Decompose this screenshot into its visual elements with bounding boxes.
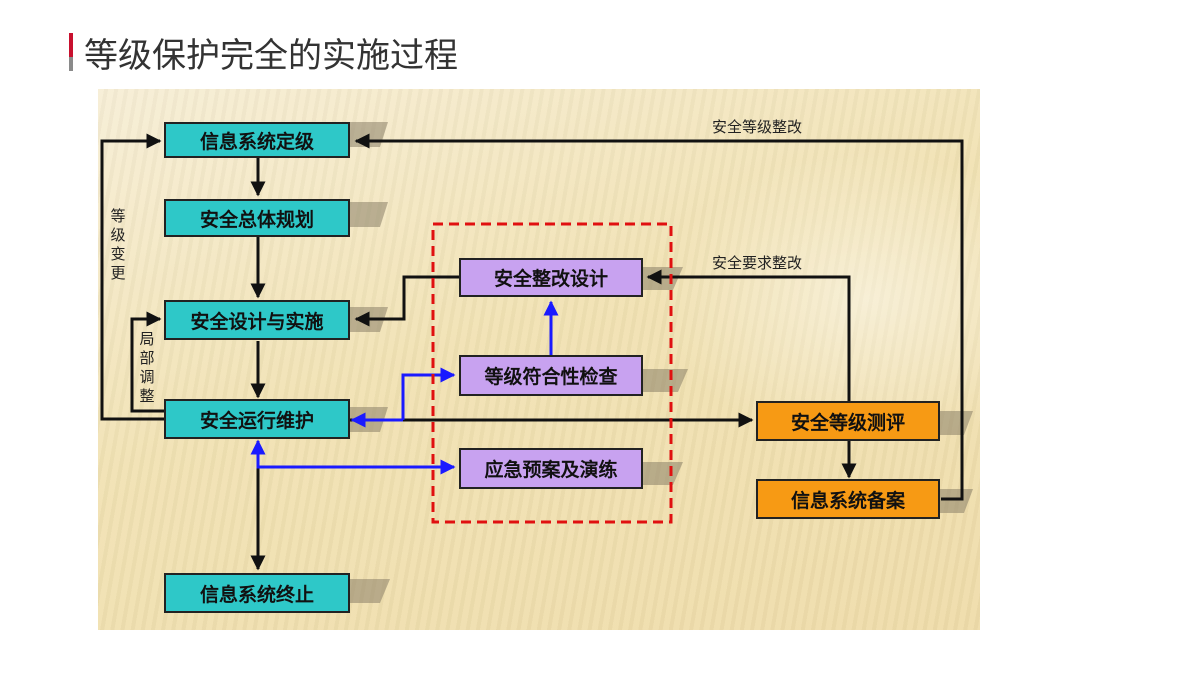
shadow-filing <box>938 489 973 513</box>
box-grading: 信息系统定级 <box>164 122 350 158</box>
box-termination: 信息系统终止 <box>164 573 350 613</box>
shadow-planning <box>348 202 388 227</box>
box-rectify-design: 安全整改设计 <box>459 258 643 297</box>
dashed-frame <box>431 222 673 524</box>
label-level-rectify: 安全等级整改 <box>712 118 803 136</box>
label-level-change: 等级变更 <box>110 207 126 282</box>
arrow-local-adjust-loop <box>130 311 164 413</box>
title-accent-bar <box>69 33 73 71</box>
box-filing: 信息系统备案 <box>756 479 940 519</box>
shadow-compliance <box>643 369 688 392</box>
shadow-termination <box>348 579 390 603</box>
box-planning: 安全总体规划 <box>164 199 350 237</box>
box-assessment: 安全等级测评 <box>756 401 940 441</box>
diagram-panel: 信息系统定级 安全总体规划 安全设计与实施 安全运行维护 信息系统终止 安全整改… <box>98 89 980 630</box>
arrow-to-emergency <box>256 459 456 475</box>
arrow-requirement-rectify <box>646 269 851 401</box>
box-operation: 安全运行维护 <box>164 399 350 439</box>
label-local-adjust: 局部调整 <box>139 330 155 405</box>
arrow-to-compliance <box>401 367 456 420</box>
title-accent-gray <box>69 57 73 71</box>
box-design-impl: 安全设计与实施 <box>164 300 350 340</box>
page-title: 等级保护完全的实施过程 <box>84 36 458 76</box>
title-accent-red <box>69 33 73 57</box>
arrow-level-change-loop <box>100 133 164 421</box>
shadow-emergency <box>643 462 683 485</box>
connectors <box>100 133 964 571</box>
background-glow <box>658 149 980 449</box>
box-compliance-check: 等级符合性检查 <box>459 355 643 396</box>
label-requirement-rectify: 安全要求整改 <box>712 254 803 272</box>
arrow-level-rectify <box>354 133 964 501</box>
box-emergency: 应急预案及演练 <box>459 448 643 489</box>
shadow-assessment <box>938 411 973 435</box>
arrow-rectify-to-design <box>354 275 460 327</box>
